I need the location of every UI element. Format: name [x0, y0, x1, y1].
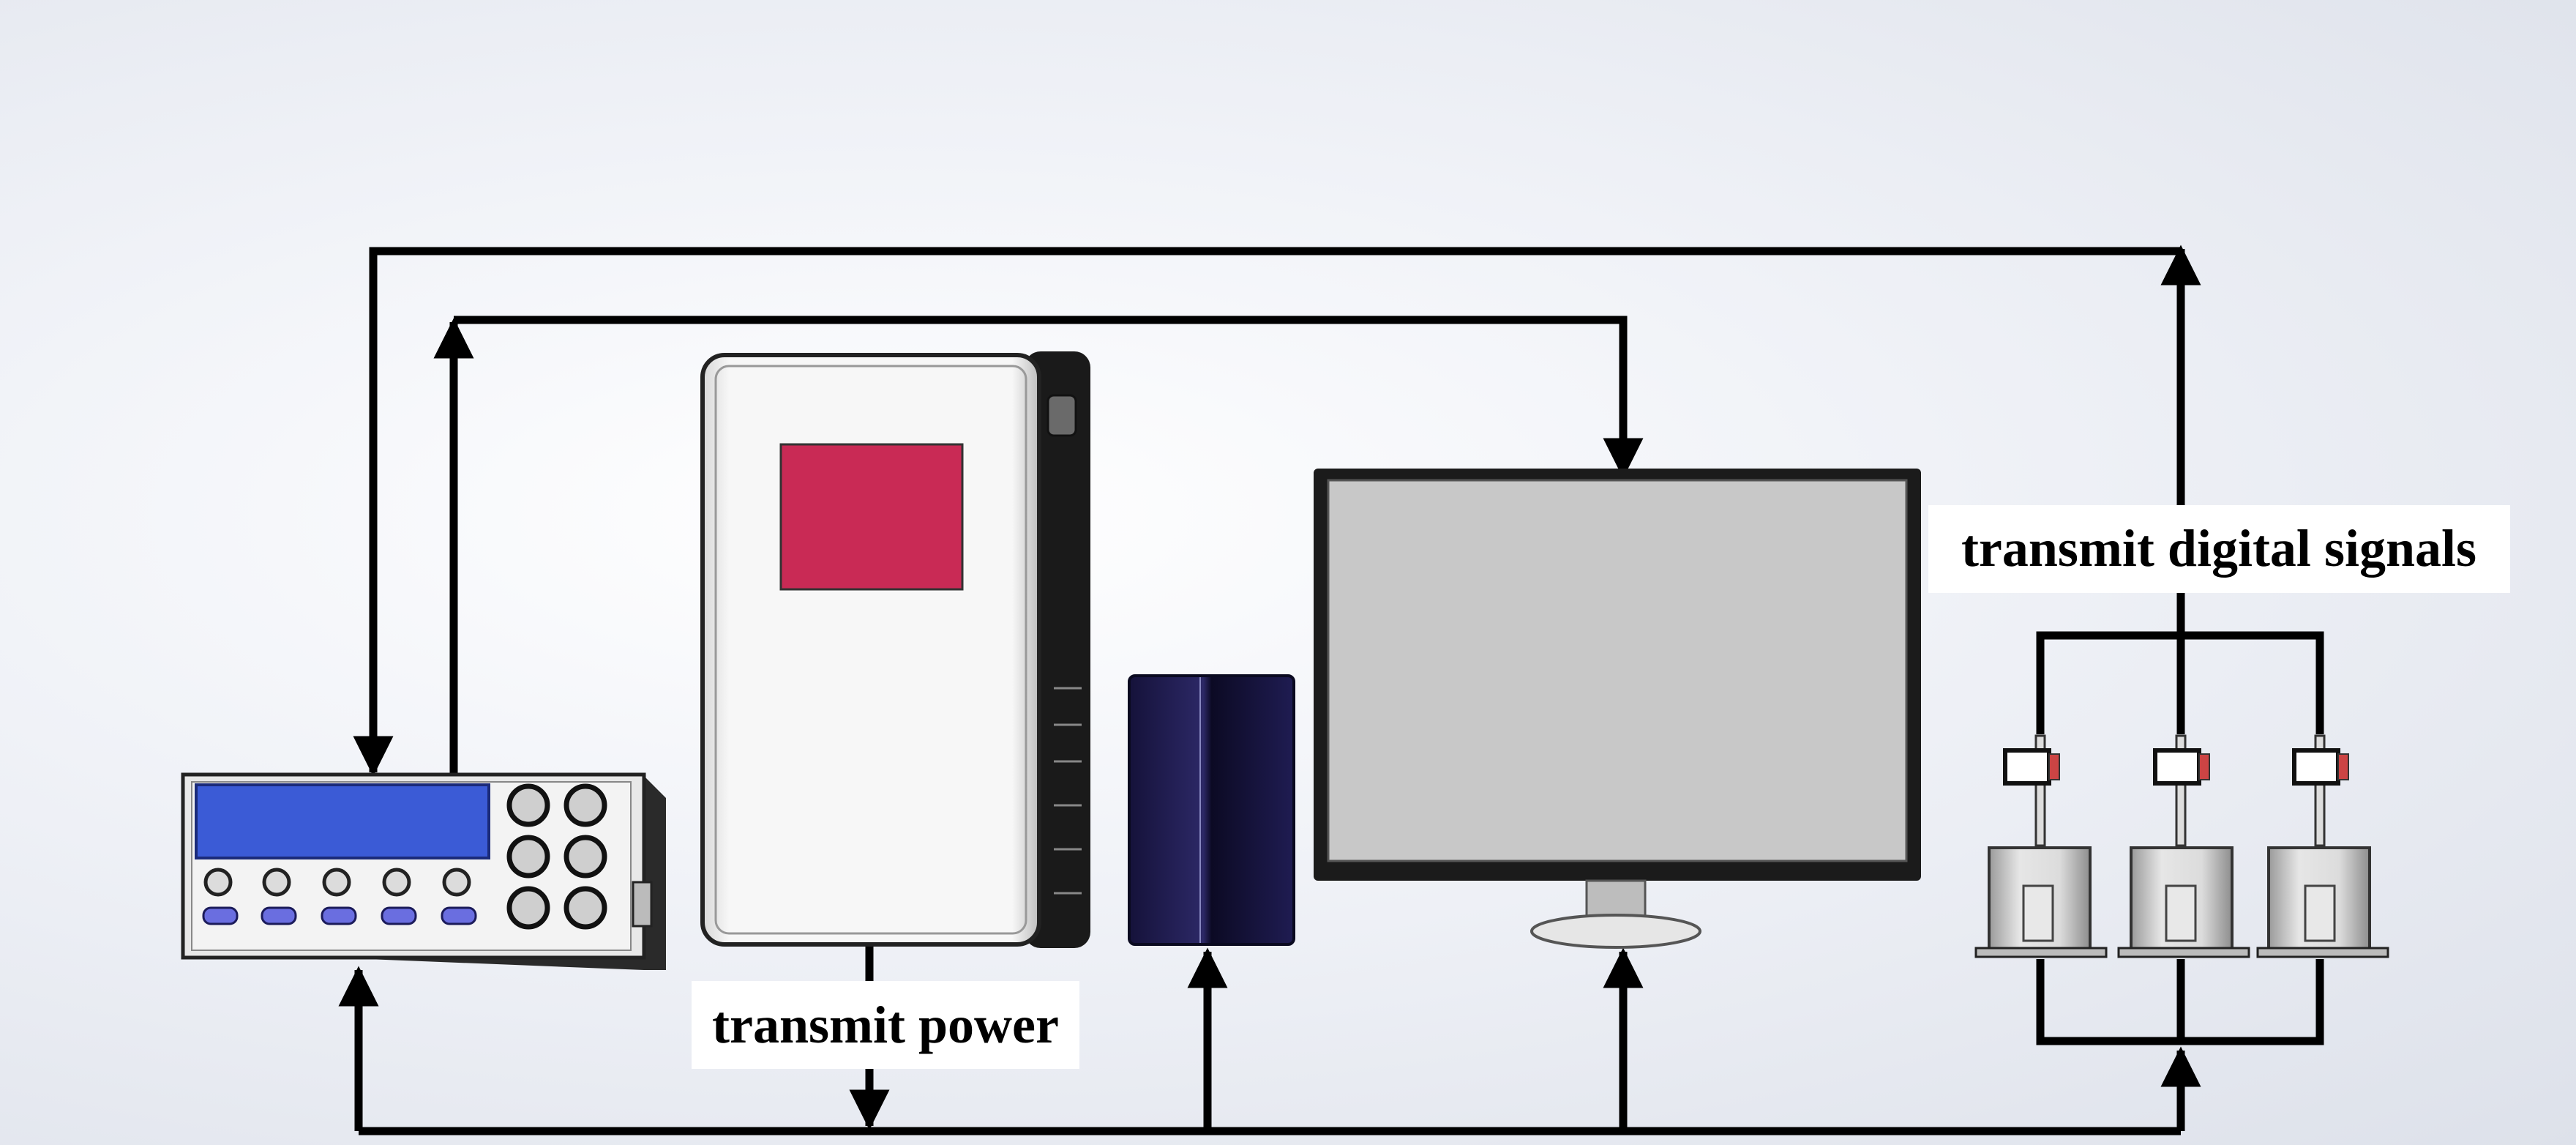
- computer-unit-device: [1128, 674, 1295, 946]
- power-supply-display: [779, 443, 964, 591]
- sensor-1: [1974, 734, 2108, 958]
- top-return-line: [353, 247, 2181, 777]
- controller-display: [195, 783, 490, 859]
- vent-slots: [1054, 687, 1082, 895]
- sensor-3: [2256, 734, 2389, 958]
- sensor-2: [2117, 734, 2250, 958]
- digital-signals-text: transmit digital signals: [1961, 519, 2476, 578]
- controller-device: [181, 772, 666, 970]
- monitor-input-line: [454, 316, 1644, 479]
- monitor-device: [1314, 469, 1921, 949]
- connections: [338, 245, 2324, 1135]
- controller-buttons: [202, 906, 477, 925]
- label-digital-signals: transmit digital signals: [1928, 505, 2510, 593]
- power-text: transmit power: [712, 996, 1059, 1054]
- controller-dials: [506, 783, 607, 930]
- label-power: transmit power: [692, 981, 1079, 1069]
- monitor-screen: [1327, 479, 1908, 862]
- power-supply-device: [700, 351, 1090, 948]
- controller-knobs: [203, 868, 471, 897]
